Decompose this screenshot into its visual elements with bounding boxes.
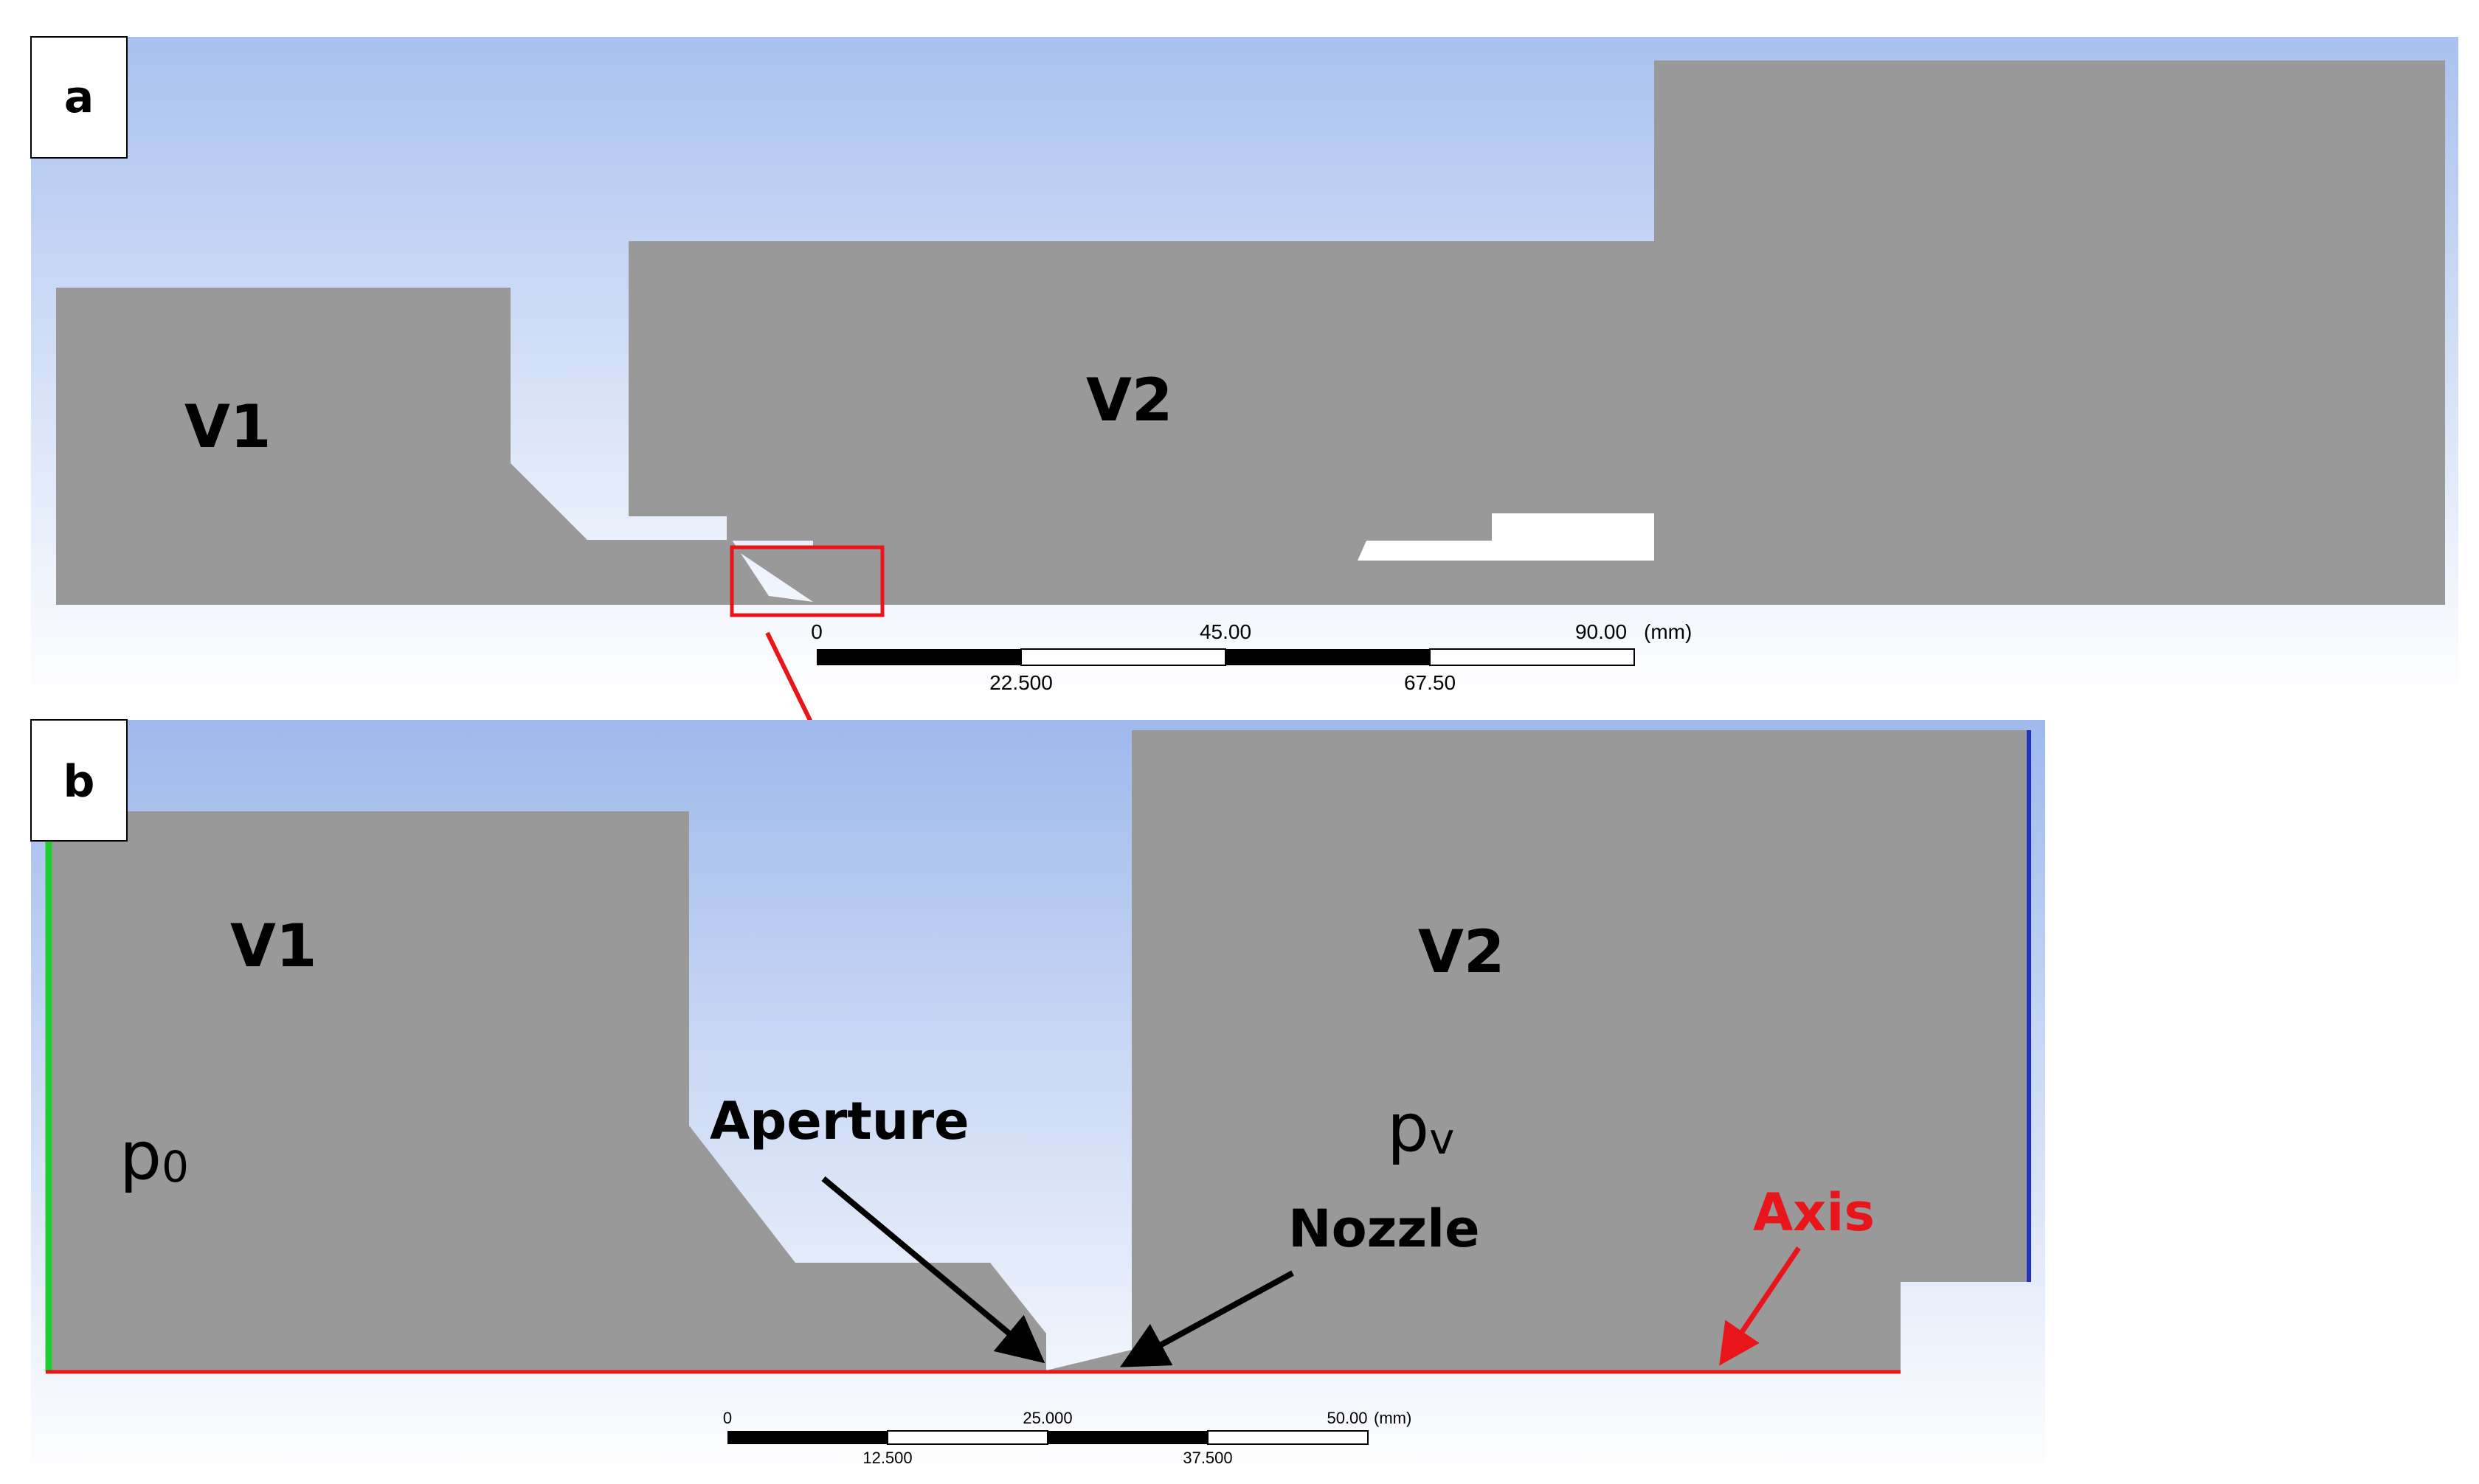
panel-b-scale-unit: (mm) xyxy=(1374,1409,1411,1427)
panel-a-scale-label-0: 0 xyxy=(811,620,823,643)
panel-b-nozzle-region xyxy=(1046,1350,1132,1370)
panel-a: V1 V2 a 0 45.00 90.00 (mm) 22.500 67.50 xyxy=(30,36,2458,701)
panel-b-nozzle-label: Nozzle xyxy=(1288,1199,1480,1259)
panel-a-tag: a xyxy=(64,72,94,123)
panel-b-tag: b xyxy=(63,756,95,808)
panel-a-scale-label-6750: 67.50 xyxy=(1404,671,1456,694)
panel-a-v2-label: V2 xyxy=(1086,366,1173,434)
panel-b-scale-label-5000: 50.00 xyxy=(1327,1409,1367,1427)
panel-b: V1 V2 p0 pv Aperture Nozzle Axis b 0 25.… xyxy=(30,719,2045,1480)
panel-b-p0-label: p0 xyxy=(120,1117,189,1195)
panel-a-v2-chamber xyxy=(629,60,2445,605)
panel-a-zoom-highlight-box xyxy=(730,545,885,617)
panel-a-scale-unit: (mm) xyxy=(1644,620,1692,643)
panel-b-v2-chamber xyxy=(1132,730,2029,1370)
panel-b-pv-label: pv xyxy=(1387,1089,1454,1167)
panel-b-aperture-arrow xyxy=(821,1176,1045,1364)
panel-b-scale-label-0: 0 xyxy=(723,1409,732,1427)
panel-b-scale-label-25000: 25.000 xyxy=(1023,1409,1072,1427)
panel-b-scale-bar: 0 25.000 50.00 (mm) 12.500 37.500 xyxy=(723,1409,1411,1467)
panel-b-v2-label: V2 xyxy=(1418,918,1505,986)
panel-b-v1-label: V1 xyxy=(230,912,317,980)
panel-a-v2-recess xyxy=(1358,513,1654,561)
panel-a-aperture-region xyxy=(732,547,813,602)
panel-a-scale-label-45: 45.00 xyxy=(1200,620,1251,643)
panel-b-scale-label-37500: 37.500 xyxy=(1183,1449,1232,1467)
panel-a-scale-label-90: 90.00 xyxy=(1575,620,1627,643)
panel-b-axis-arrow xyxy=(1719,1247,1801,1366)
panel-a-tag-box xyxy=(30,36,128,159)
panel-a-v1-label: V1 xyxy=(184,392,272,461)
panel-b-scale-label-12500: 12.500 xyxy=(862,1449,912,1467)
panel-a-scale-label-22500: 22.500 xyxy=(989,671,1053,694)
panel-b-aperture-label: Aperture xyxy=(710,1091,969,1151)
panel-a-scale-bar: 0 45.00 90.00 (mm) 22.500 67.50 xyxy=(811,620,1692,694)
panel-b-axis-label: Axis xyxy=(1753,1182,1875,1243)
panel-b-v1-chamber xyxy=(49,811,1046,1370)
panel-a-v1-chamber xyxy=(56,288,813,605)
panel-b-nozzle-arrow xyxy=(1119,1270,1294,1367)
panel-b-tag-box xyxy=(30,719,128,842)
